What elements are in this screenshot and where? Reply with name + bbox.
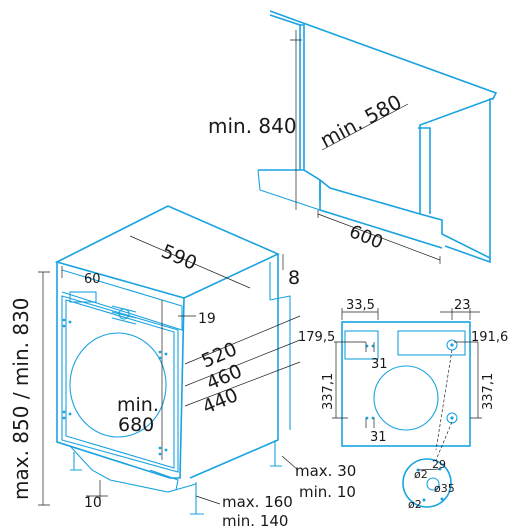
door-hole-1: 31 bbox=[371, 357, 388, 372]
hinge-d2-top: ø2 bbox=[414, 468, 428, 481]
machine-door-offset: 19 bbox=[198, 311, 216, 327]
machine-foot-height-max: max. 30 bbox=[295, 462, 356, 480]
machine-foot-width: 10 bbox=[84, 495, 102, 511]
niche-min-depth: min. 580 bbox=[316, 90, 406, 153]
machine-inner-height-label: min. bbox=[117, 394, 159, 416]
machine-gap-top: 8 bbox=[288, 267, 300, 289]
machine-foot-height-min: min. 10 bbox=[299, 483, 356, 501]
door-left-span: 337,1 bbox=[321, 373, 336, 410]
door-front-drawing bbox=[332, 308, 482, 461]
door-right-top: 191,6 bbox=[471, 330, 508, 345]
machine-drawing bbox=[38, 205, 301, 515]
door-hole-2: 31 bbox=[370, 430, 387, 445]
door-hinge-width: 33,5 bbox=[346, 298, 375, 313]
niche-drawing bbox=[257, 10, 498, 264]
machine-total-height: max. 850 / min. 830 bbox=[9, 297, 33, 500]
niche-width: 600 bbox=[346, 221, 386, 253]
hinge-d35: ø35 bbox=[434, 482, 455, 495]
hinge-marks bbox=[62, 318, 168, 456]
machine-panel-offset: 60 bbox=[84, 272, 101, 287]
door-right-span: 337,1 bbox=[481, 373, 496, 410]
niche-min-height: min. 840 bbox=[208, 114, 297, 138]
machine-plinth-max: max. 160 bbox=[222, 493, 293, 511]
machine-inner-height-value: 680 bbox=[118, 414, 154, 436]
machine-width-top: 590 bbox=[158, 240, 200, 274]
machine-depth-3: 440 bbox=[199, 384, 241, 418]
hinge-detail-drawing bbox=[402, 458, 452, 508]
door-left-top: 179,5 bbox=[298, 330, 335, 345]
hinge-radius-29: 29 bbox=[432, 458, 446, 471]
machine-plinth-min: min. 140 bbox=[222, 512, 288, 530]
hinge-d2-bottom: ø2 bbox=[408, 498, 422, 511]
door-right-offset: 23 bbox=[454, 298, 471, 313]
